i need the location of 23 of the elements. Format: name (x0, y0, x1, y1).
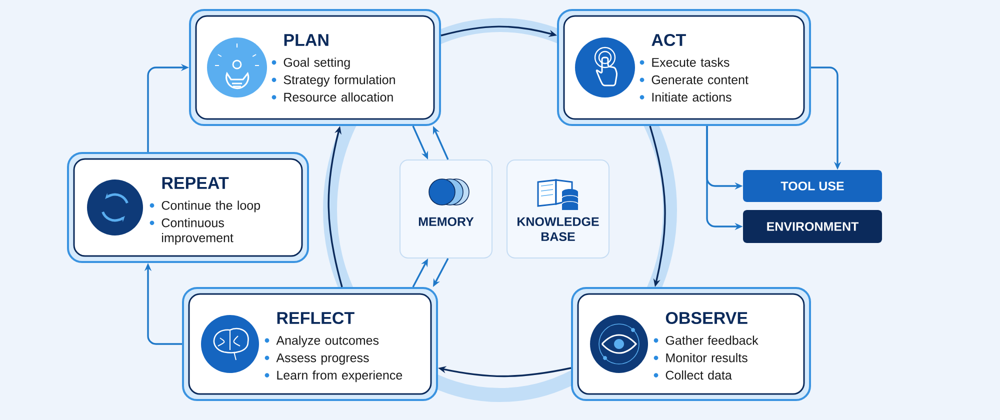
action-box: ENVIRONMENT (743, 210, 882, 243)
tile-label: MEMORY (418, 217, 474, 226)
bullet-item: Collect data (654, 370, 732, 380)
bullet-item: Execute tasks (640, 58, 730, 67)
bullet-item: Initiate actions (640, 92, 732, 102)
bullet-item: Monitor results (654, 353, 748, 362)
bullet-item: Generate content (640, 75, 748, 84)
bullet-item: Goal setting (272, 58, 350, 70)
bullet-item: Analyze outcomes (264, 336, 379, 348)
card-title: REPEAT (162, 177, 229, 189)
card-title: ACT (652, 34, 686, 46)
bullet-item: Strategy formulation (272, 75, 395, 87)
card-title: REFLECT (277, 312, 354, 324)
bullet-item: Continuous improvement (150, 218, 234, 245)
card-title: OBSERVE (666, 312, 748, 324)
bullet-item: Gather feedback (654, 336, 758, 345)
bullet-item: Continue the loop (150, 200, 260, 212)
bullet-item: Learn from experience (264, 370, 402, 382)
card-title: PLAN (284, 34, 328, 46)
bullet-item: Resource allocation (272, 92, 393, 102)
bullet-item: Assess progress (264, 354, 369, 365)
tile-label: KNOWLEDGE BASE (518, 217, 599, 242)
action-box: TOOL USE (743, 170, 882, 202)
